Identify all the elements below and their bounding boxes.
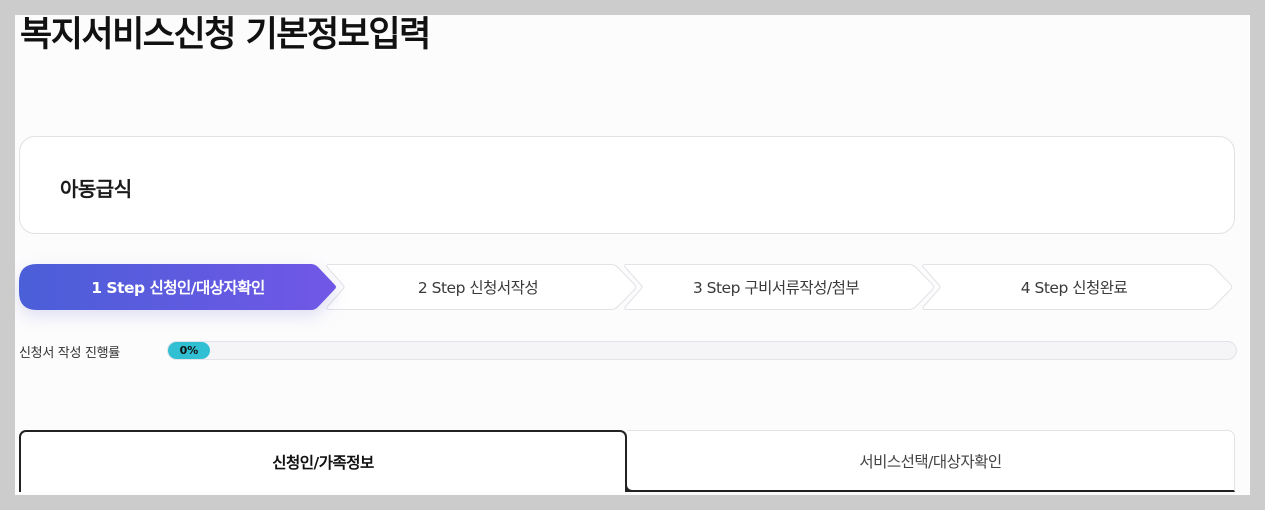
step-indicator: 1 Step 신청인/대상자확인 2 Step 신청서작성 3 Step 구비서…	[19, 264, 1239, 310]
step-2-label: 2 Step 신청서작성	[417, 279, 539, 297]
step-3-arrow-shape	[624, 264, 935, 310]
step-1-arrow-shape	[19, 264, 336, 310]
progress-value: 0%	[179, 344, 199, 357]
service-card: 아동급식	[19, 136, 1235, 234]
tab-service-selection[interactable]: 서비스선택/대상자확인	[625, 430, 1235, 492]
step-4[interactable]: 4 Step 신청완료	[915, 264, 1233, 310]
step-3-label: 3 Step 구비서류작성/첨부	[692, 279, 860, 297]
form-tabs: 신청인/가족정보 서비스선택/대상자확인	[19, 430, 1237, 495]
page-content: 복지서비스신청 기본정보입력 아동급식 1 Step 신청인/대상자확인 2 S…	[15, 15, 1250, 495]
progress-label: 신청서 작성 진행률	[19, 346, 120, 361]
page-title: 복지서비스신청 기본정보입력	[20, 15, 431, 55]
service-name: 아동급식	[60, 177, 132, 201]
step-2[interactable]: 2 Step 신청서작성	[319, 264, 637, 310]
progress-fill: 0%	[168, 342, 210, 359]
step-2-arrow-shape	[326, 264, 637, 310]
step-4-label: 4 Step 신청완료	[1020, 279, 1128, 297]
step-1-label: 1 Step 신청인/대상자확인	[91, 279, 265, 297]
progress-bar: 0%	[167, 341, 1237, 360]
step-4-arrow-shape	[922, 264, 1233, 310]
step-1[interactable]: 1 Step 신청인/대상자확인	[19, 264, 337, 310]
progress-row: 신청서 작성 진행률 0%	[19, 341, 1237, 361]
tab-applicant-family-info[interactable]: 신청인/가족정보	[19, 430, 627, 492]
step-3[interactable]: 3 Step 구비서류작성/첨부	[617, 264, 935, 310]
